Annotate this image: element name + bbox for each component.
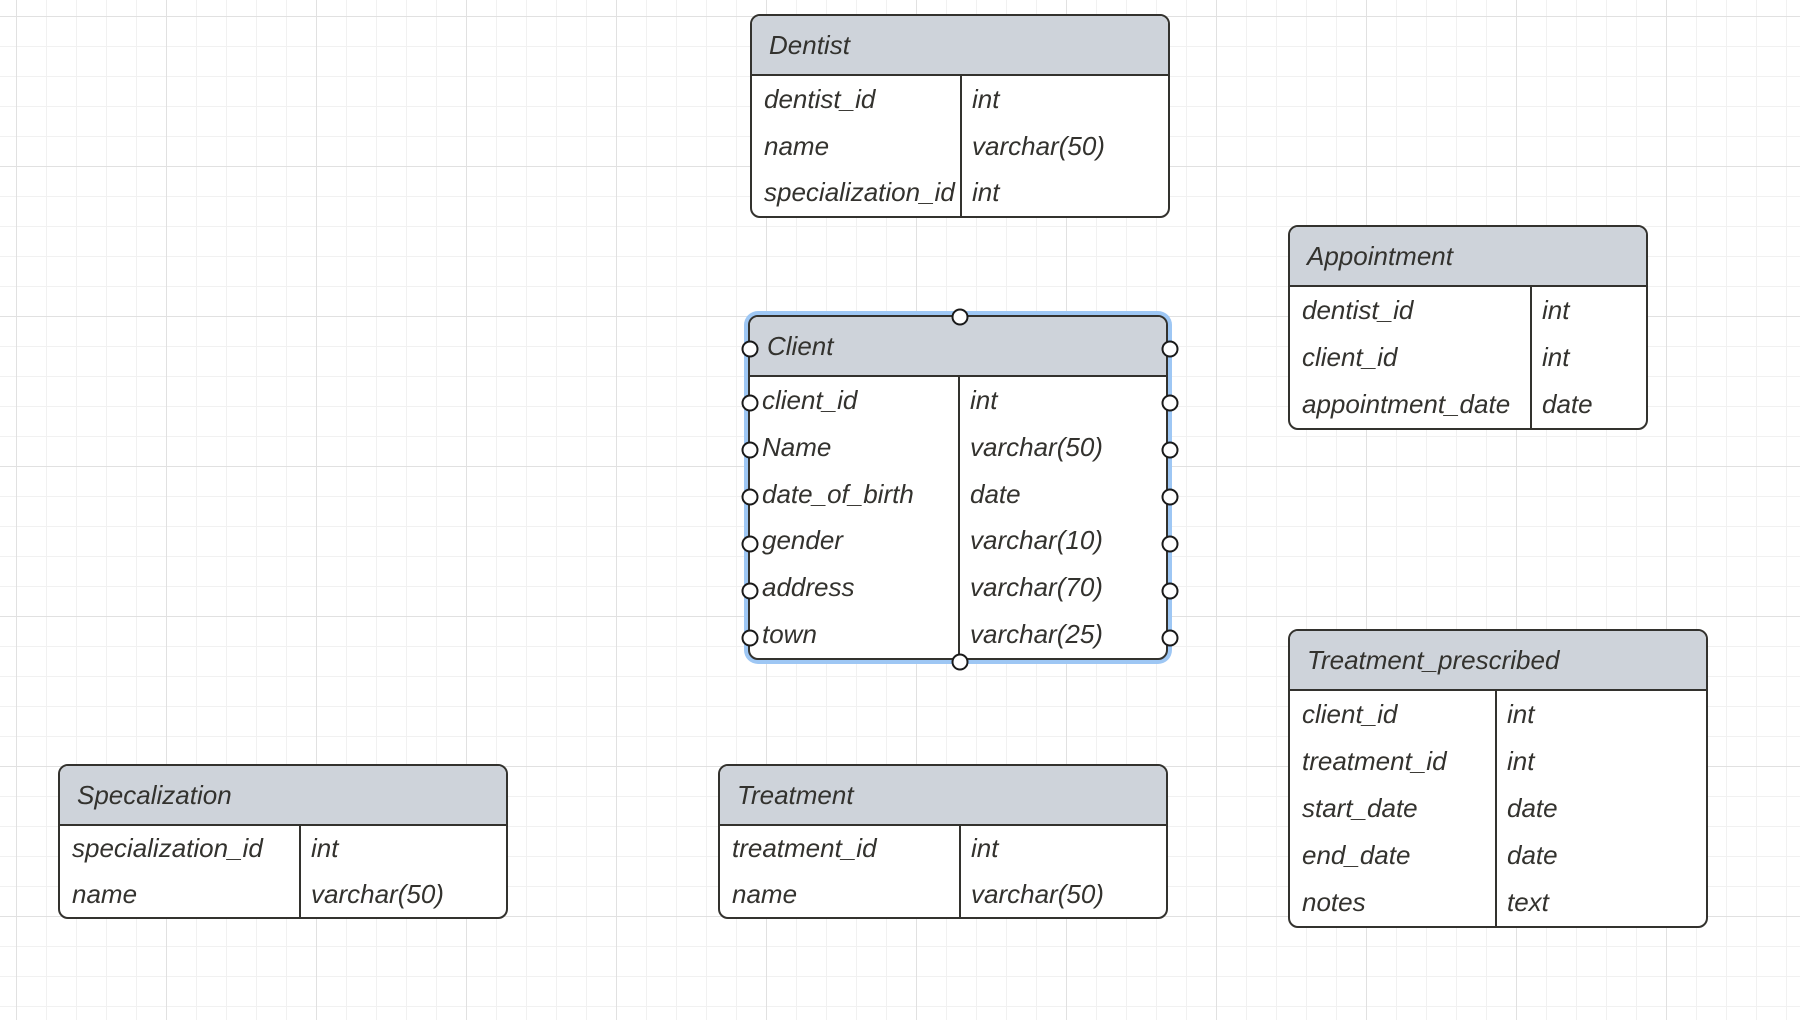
column-name-cell: treatment_id [1290, 738, 1497, 785]
table-row[interactable]: treatment_id int [720, 826, 1166, 872]
table-row[interactable]: address varchar(70) [750, 564, 1166, 612]
column-type-cell: date [970, 478, 1021, 509]
column-type-cell: varchar(50) [970, 431, 1103, 462]
table-row[interactable]: specialization_id int [60, 826, 506, 872]
table-row[interactable]: client_id int [1290, 334, 1646, 381]
column-type-cell: varchar(50) [972, 130, 1105, 161]
column-type-cell: date [1542, 389, 1593, 419]
column-type-cell: date [1507, 793, 1558, 823]
column-type-cell: text [1507, 887, 1549, 917]
connection-handle[interactable] [741, 394, 759, 412]
table-row[interactable]: notes text [1290, 879, 1706, 926]
column-type-cell: int [972, 83, 1000, 114]
connection-handle[interactable] [741, 340, 759, 358]
connection-handle[interactable] [1161, 394, 1179, 412]
connection-handle[interactable] [1161, 488, 1179, 506]
column-name-cell: address [750, 564, 960, 612]
connection-handle[interactable] [741, 629, 759, 647]
column-name-cell: start_date [1290, 785, 1497, 832]
connection-handle[interactable] [1161, 629, 1179, 647]
connection-handle[interactable] [951, 653, 969, 671]
column-name-cell: specialization_id [752, 169, 962, 217]
table-row[interactable]: client_id int [750, 377, 1166, 424]
table-row[interactable]: appointment_date date [1290, 381, 1646, 428]
connection-handle[interactable] [741, 441, 759, 459]
connection-handle[interactable] [1161, 441, 1179, 459]
table-title: Specalization [60, 766, 506, 826]
column-type-cell: varchar(10) [970, 525, 1103, 556]
connection-handle[interactable] [741, 535, 759, 553]
column-type-cell: int [972, 177, 1000, 208]
table-row[interactable]: gender varchar(10) [750, 517, 1166, 565]
column-type-cell: int [1507, 746, 1535, 776]
table-title: Treatment [720, 766, 1166, 826]
connection-handle[interactable] [951, 308, 969, 326]
table-row[interactable]: end_date date [1290, 832, 1706, 879]
connection-handle[interactable] [1161, 340, 1179, 358]
column-name-cell: treatment_id [720, 826, 961, 872]
table-row[interactable]: date_of_birth date [750, 470, 1166, 518]
column-name-cell: notes [1290, 879, 1497, 926]
column-name-cell: name [720, 871, 961, 917]
column-type-cell: varchar(25) [970, 619, 1103, 650]
table-row[interactable]: name varchar(50) [720, 871, 1166, 917]
table-row[interactable]: client_id int [1290, 691, 1706, 738]
connection-handle[interactable] [741, 582, 759, 600]
column-name-cell: specialization_id [60, 826, 301, 872]
column-type-cell: varchar(70) [970, 572, 1103, 603]
column-type-cell: varchar(50) [311, 878, 444, 909]
table-title: Treatment_prescribed [1290, 631, 1706, 691]
table-row[interactable]: start_date date [1290, 785, 1706, 832]
column-name-cell: dentist_id [1290, 287, 1532, 334]
column-type-cell: int [1542, 342, 1570, 372]
table-title: Dentist [752, 16, 1168, 76]
table-row[interactable]: name varchar(50) [60, 871, 506, 917]
table-row[interactable]: name varchar(50) [752, 122, 1168, 170]
table-row[interactable]: town varchar(25) [750, 611, 1166, 658]
table-row[interactable]: treatment_id int [1290, 738, 1706, 785]
column-type-cell: int [971, 833, 999, 864]
column-name-cell: appointment_date [1290, 381, 1532, 428]
table-row[interactable]: Name varchar(50) [750, 423, 1166, 471]
column-name-cell: Name [750, 423, 960, 471]
column-type-cell: date [1507, 840, 1558, 870]
table-title: Appointment [1290, 227, 1646, 287]
column-name-cell: client_id [1290, 691, 1497, 738]
column-name-cell: name [60, 871, 301, 917]
column-name-cell: town [750, 611, 960, 658]
column-type-cell: int [1507, 699, 1535, 729]
column-name-cell: date_of_birth [750, 470, 960, 518]
table-title: Client [750, 317, 1166, 377]
table-row[interactable]: dentist_id int [752, 76, 1168, 123]
column-name-cell: client_id [1290, 334, 1532, 381]
column-type-cell: int [970, 384, 998, 415]
column-name-cell: dentist_id [752, 76, 962, 123]
connection-handle[interactable] [741, 488, 759, 506]
column-name-cell: name [752, 122, 962, 170]
table-row[interactable]: dentist_id int [1290, 287, 1646, 334]
column-name-cell: end_date [1290, 832, 1497, 879]
column-type-cell: int [311, 833, 339, 864]
column-name-cell: client_id [750, 377, 960, 424]
table-row[interactable]: specialization_id int [752, 169, 1168, 217]
column-type-cell: int [1542, 295, 1570, 325]
column-name-cell: gender [750, 517, 960, 565]
connection-handle[interactable] [1161, 535, 1179, 553]
connection-handle[interactable] [1161, 582, 1179, 600]
column-type-cell: varchar(50) [971, 878, 1104, 909]
